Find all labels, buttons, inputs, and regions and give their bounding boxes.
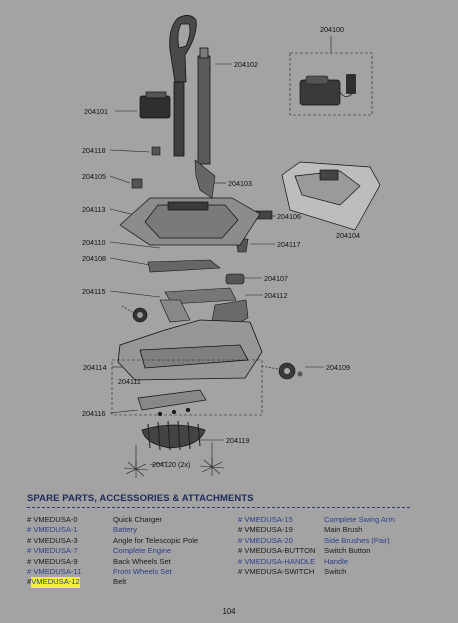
callout-204113: 204113 xyxy=(82,205,105,214)
page-number: 104 xyxy=(222,607,236,616)
part-row[interactable]: # VMEDUSA-7 Complete Engine xyxy=(27,546,232,556)
callout-204119: 204119 xyxy=(226,436,249,445)
part-description: Belt xyxy=(113,577,127,587)
part-description-link[interactable]: Complete Engine xyxy=(113,546,172,556)
callout-204106: 204106 xyxy=(277,212,301,221)
top-cover-icon xyxy=(119,197,261,246)
callout-204117: 204117 xyxy=(277,240,300,249)
callout-204101: 204101 xyxy=(84,107,108,116)
part-code: # VMEDUSA-3 xyxy=(27,535,78,545)
part-row: # VMEDUSA-3 Angle for Telescopic Pole xyxy=(27,536,232,546)
callout-204116: 204116 xyxy=(82,409,105,418)
part-row[interactable]: # VMEDUSA-12 Belt xyxy=(27,577,232,588)
part-description-link[interactable]: Battery xyxy=(113,525,138,535)
front-wheel-icon xyxy=(121,305,148,323)
callout-204100: 204100 xyxy=(320,25,344,34)
part-row: # VMEDUSA-9 Back Wheels Set xyxy=(27,557,232,567)
section-heading: SPARE PARTS, ACCESSORIES & ATTACHMENTS xyxy=(27,493,254,504)
part-description-link[interactable]: Complete Swing Arm xyxy=(324,515,395,524)
part-description-link[interactable]: Front Wheels Set xyxy=(113,566,172,576)
part-row: # VMEDUSA-BUTTON Switch Button xyxy=(238,546,438,556)
callout-204111: 204111 xyxy=(118,377,141,386)
callout-204105: 204105 xyxy=(82,172,106,181)
part-code: # VMEDUSA-0 xyxy=(27,515,78,524)
main-brush-icon xyxy=(137,389,207,451)
callout-204103: 204103 xyxy=(228,179,252,188)
part-code-link[interactable]: # VMEDUSA-7 xyxy=(27,546,78,556)
part-code-link[interactable]: # VMEDUSA-HANDLE xyxy=(238,556,316,566)
part-code-prefix: # xyxy=(27,577,32,587)
part-description: Quick Charger xyxy=(113,515,162,524)
part-row[interactable]: # VMEDUSA-1 Battery xyxy=(27,525,232,535)
part-code-link[interactable]: # VMEDUSA-11 xyxy=(27,566,82,576)
callout-204110: 204110 xyxy=(82,238,105,247)
battery-icon xyxy=(139,91,171,119)
callout-204109: 204109 xyxy=(326,363,350,372)
parts-list-left: # VMEDUSA-0 Quick Charger # VMEDUSA-1 Ba… xyxy=(27,515,232,588)
exploded-parts-diagram: 204100 204102 204101 204118 204105 20410… xyxy=(82,15,381,478)
part-row[interactable]: # VMEDUSA-HANDLE Handle xyxy=(238,557,438,567)
part-code-link[interactable]: # VMEDUSA-1 xyxy=(27,525,78,535)
callout-204115: 204115 xyxy=(82,287,105,296)
part-description-link[interactable]: Side Brushes (Pair) xyxy=(324,535,390,545)
back-wheel-icon xyxy=(261,362,303,380)
charger-icon xyxy=(299,74,356,106)
part-description: Back Wheels Set xyxy=(113,556,171,566)
callout-204108: 204108 xyxy=(82,254,106,263)
callout-204104: 204104 xyxy=(336,231,360,240)
part-description: Angle for Telescopic Pole xyxy=(113,535,199,545)
part-code: # VMEDUSA-9 xyxy=(27,556,78,566)
base-chassis-icon xyxy=(117,319,263,381)
part-row: # VMEDUSA-0 Quick Charger xyxy=(27,515,232,525)
side-brush-icon xyxy=(123,442,225,478)
part-code-link[interactable]: # VMEDUSA-15 xyxy=(238,515,293,524)
callout-204112: 204112 xyxy=(264,291,287,300)
part-row[interactable]: # VMEDUSA-20 Side Brushes (Pair) xyxy=(238,536,438,546)
part-description-link[interactable]: Handle xyxy=(324,556,349,566)
part-description: Main Brush xyxy=(324,525,363,535)
section-divider xyxy=(27,507,410,508)
part-code: # VMEDUSA-19 xyxy=(238,525,293,535)
part-code-link[interactable]: # VMEDUSA-20 xyxy=(238,535,293,545)
parts-list-right: # VMEDUSA-15 Complete Swing Arm # VMEDUS… xyxy=(238,515,438,577)
callout-204114: 204114 xyxy=(83,363,106,372)
callout-204107: 204107 xyxy=(264,274,288,283)
part-row[interactable]: # VMEDUSA-11 Front Wheels Set xyxy=(27,567,232,577)
part-description: Switch Button xyxy=(324,546,371,556)
dust-bin-icon xyxy=(281,161,381,231)
callout-204102: 204102 xyxy=(234,60,258,69)
part-description: Switch xyxy=(324,566,347,576)
part-row: # VMEDUSA-19 Main Brush xyxy=(238,525,438,535)
telescopic-handle-icon xyxy=(169,15,211,165)
part-code-highlighted[interactable]: VMEDUSA-12 xyxy=(31,577,80,588)
callout-204120: 204120 (2x) xyxy=(152,460,190,469)
callout-204118: 204118 xyxy=(82,146,105,155)
part-code: # VMEDUSA-SWITCH xyxy=(238,566,315,576)
part-row[interactable]: # VMEDUSA-15 Complete Swing Arm xyxy=(238,515,438,525)
part-row: # VMEDUSA-SWITCH Switch xyxy=(238,567,438,577)
part-code: # VMEDUSA-BUTTON xyxy=(238,546,316,556)
